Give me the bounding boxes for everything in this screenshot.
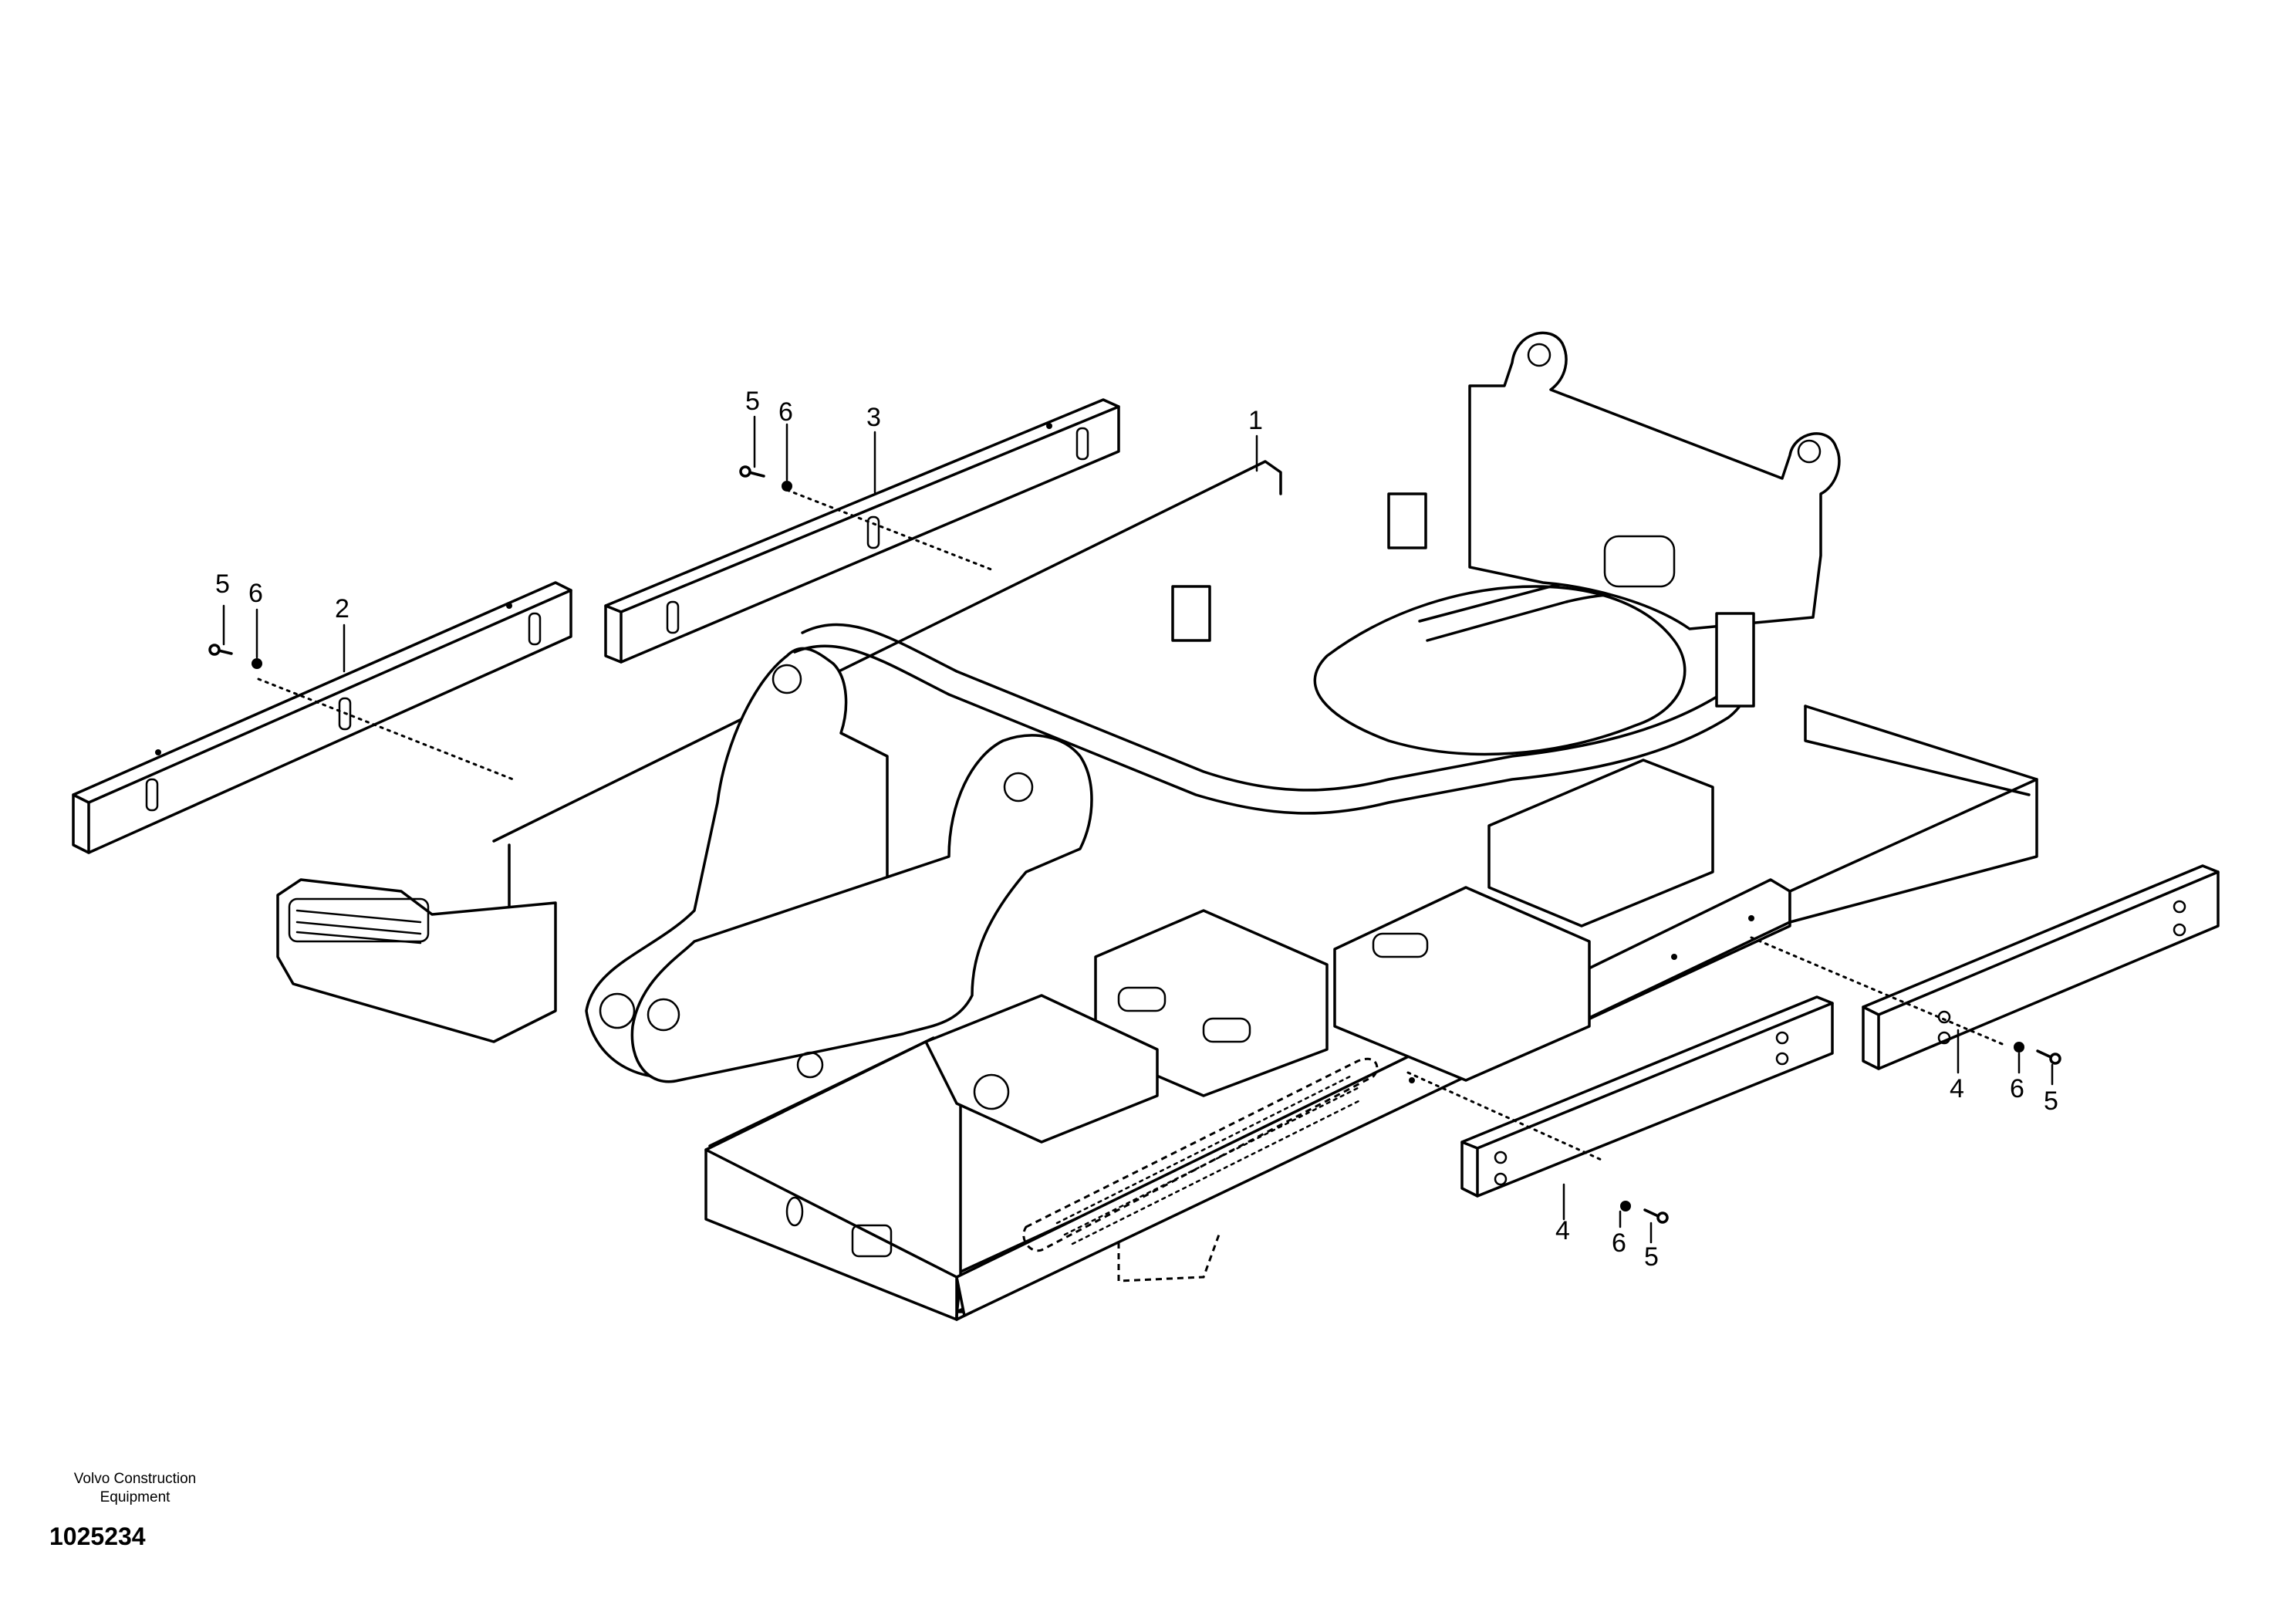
- washer-icon: [782, 481, 792, 492]
- part-1-main-frame: [276, 331, 2038, 1321]
- part-4-bar-b: [1862, 864, 2220, 1070]
- part-3-bar: [604, 398, 1120, 664]
- callout-4-right: 4: [1950, 1074, 1964, 1103]
- washer-icon: [252, 658, 262, 669]
- callout-6-rear: 6: [778, 397, 793, 427]
- company-name: Volvo Construction Equipment: [73, 1471, 197, 1505]
- bolt-icon: [1643, 1208, 1669, 1224]
- drawing-number: 1025234: [49, 1522, 146, 1550]
- callout-5-rear: 5: [745, 387, 760, 416]
- bolt-icon: [739, 465, 765, 478]
- right-step-tread: [1022, 1058, 1379, 1282]
- callout-5-right: 5: [2044, 1086, 2058, 1116]
- callout-5-left: 5: [215, 569, 230, 599]
- callout-4-middle: 4: [1555, 1216, 1570, 1245]
- leader-lines: [222, 415, 2054, 1244]
- washer-icon: [2014, 1042, 2024, 1053]
- part-4-bar-a: [1460, 995, 1834, 1198]
- callout-labels: 1 2 3 4 4 5 5 5 5 6 6 6 6: [215, 387, 2058, 1272]
- bolt-icon: [2036, 1049, 2061, 1065]
- left-step-tread: [288, 897, 430, 944]
- washer-icon: [1620, 1201, 1631, 1211]
- callout-5-middle: 5: [1644, 1242, 1659, 1272]
- callout-1: 1: [1248, 406, 1263, 435]
- bolt-icon: [208, 644, 233, 656]
- assembly-dotted-lines: [257, 488, 2007, 1163]
- callout-6-left: 6: [248, 579, 263, 608]
- callout-3: 3: [866, 403, 881, 432]
- callout-6-right: 6: [2010, 1074, 2024, 1103]
- callout-2: 2: [335, 594, 349, 623]
- callout-6-middle: 6: [1612, 1228, 1626, 1258]
- part-2-bar: [72, 581, 572, 854]
- fasteners: [208, 465, 2061, 1224]
- drawing-footer: Volvo Construction Equipment 1025234: [46, 1470, 224, 1551]
